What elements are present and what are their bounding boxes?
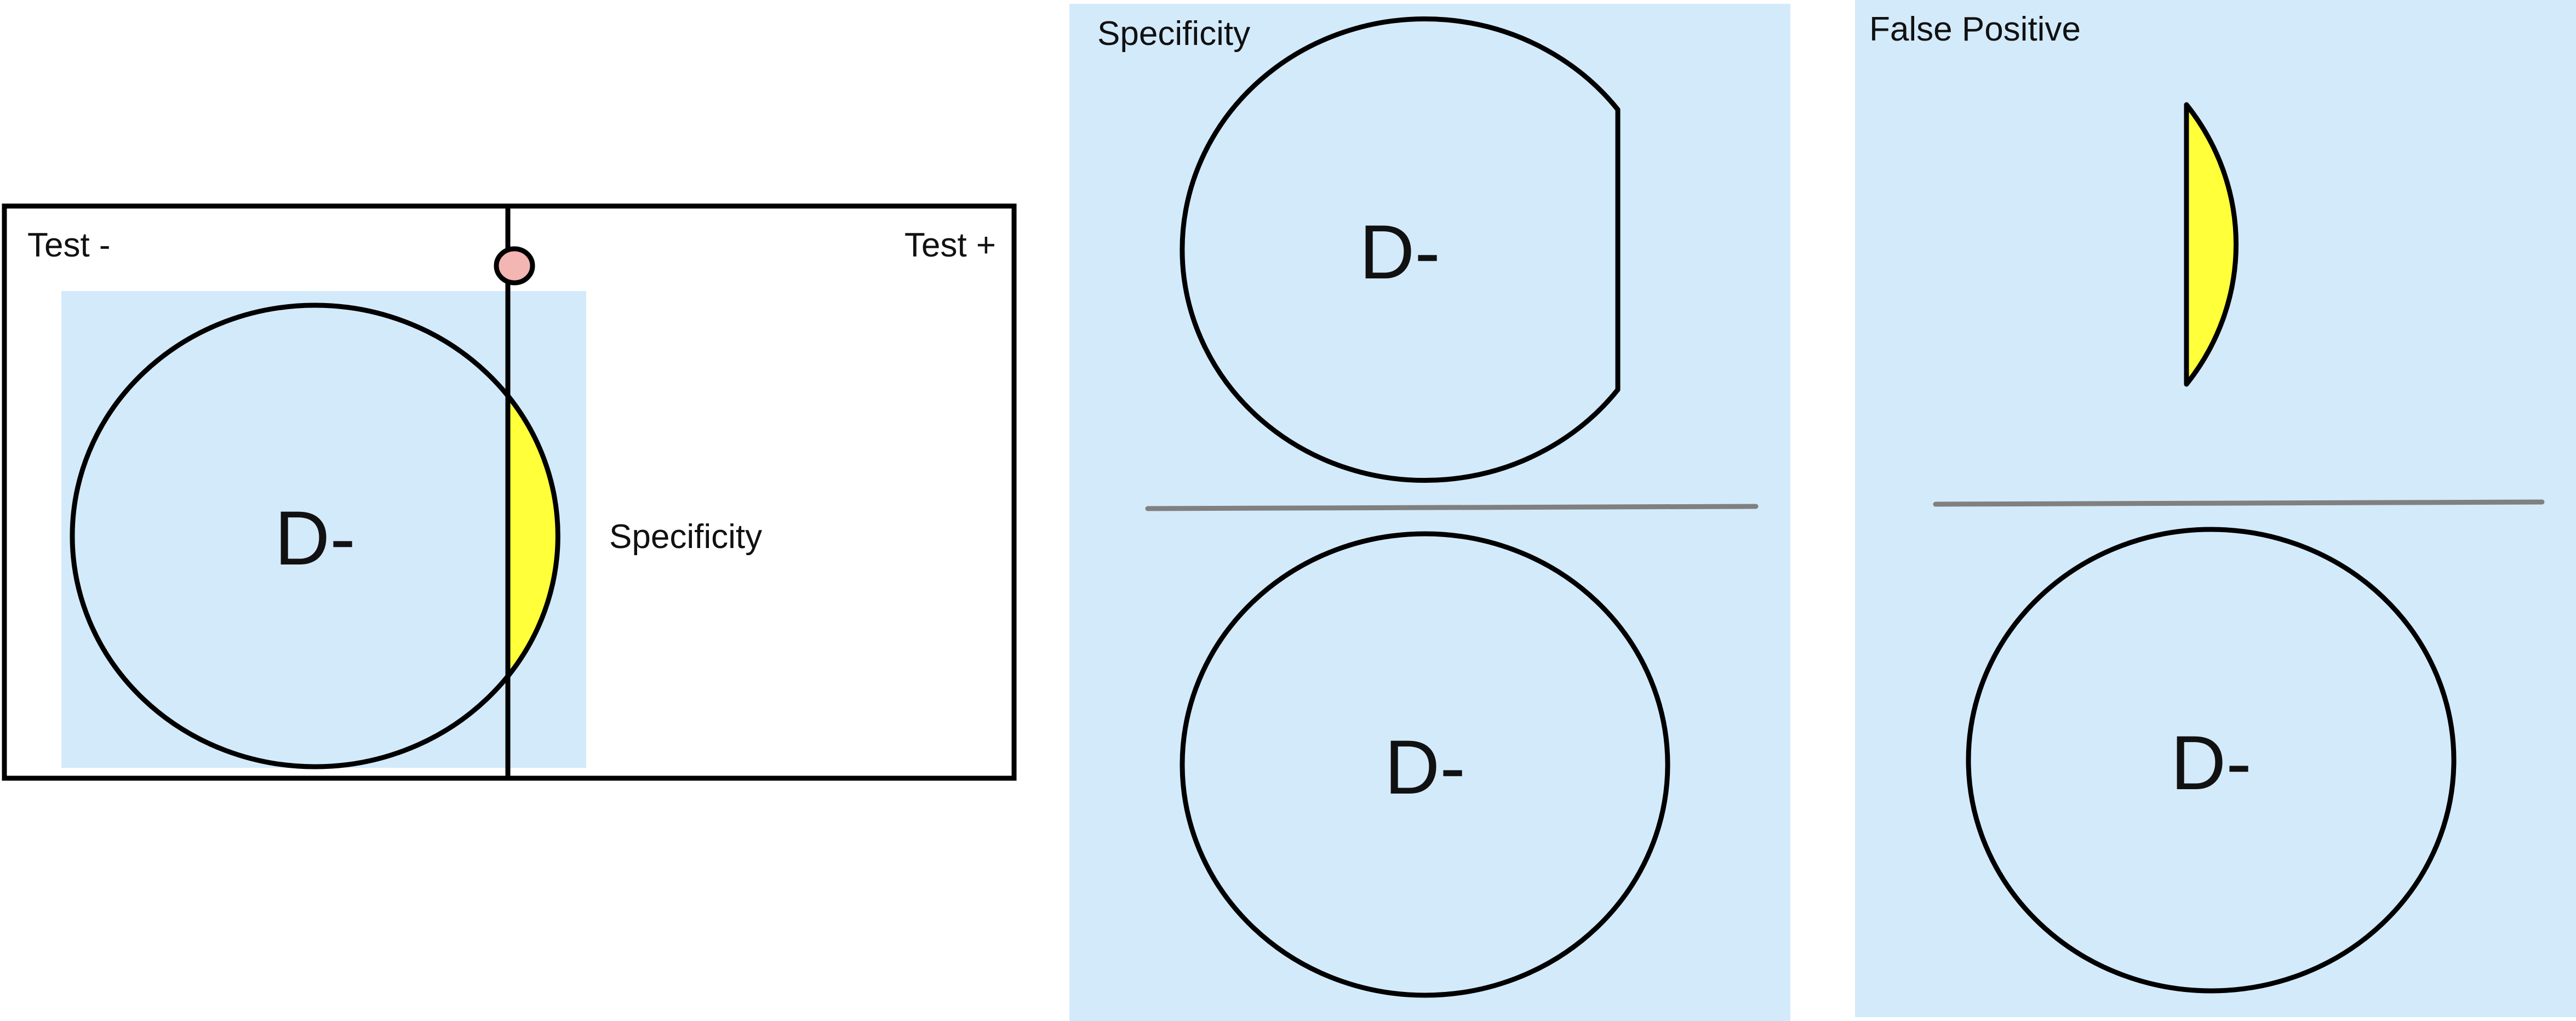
denominator-label: D- bbox=[2171, 720, 2252, 806]
test-positive-label: Test + bbox=[905, 226, 996, 264]
specificity-panel: Specificity D- D- bbox=[1069, 4, 1790, 1021]
threshold-marker bbox=[494, 246, 535, 286]
specificity-side-label: Specificity bbox=[609, 518, 762, 556]
denominator-label: D- bbox=[1384, 724, 1466, 810]
specificity-title: Specificity bbox=[1097, 15, 1250, 53]
false-positive-panel: False Positive D- bbox=[1855, 0, 2576, 1017]
denominator-circle bbox=[1966, 527, 2457, 994]
numerator-label: D- bbox=[1359, 209, 1440, 295]
denominator-circle bbox=[1180, 531, 1670, 998]
disease-negative-label: D- bbox=[274, 495, 356, 581]
test-negative-label: Test - bbox=[27, 226, 111, 264]
fraction-bar bbox=[1145, 504, 1759, 511]
fraction-bar bbox=[1933, 499, 2545, 507]
true-negative-shape bbox=[1180, 16, 1621, 483]
false-positive-title: False Positive bbox=[1869, 10, 2081, 48]
specificity-background bbox=[1069, 4, 1790, 1021]
test-split-panel: Test - Test + D- Specificity bbox=[2, 203, 1017, 781]
false-positive-shape bbox=[2184, 102, 2239, 387]
false-positive-region bbox=[505, 393, 560, 679]
